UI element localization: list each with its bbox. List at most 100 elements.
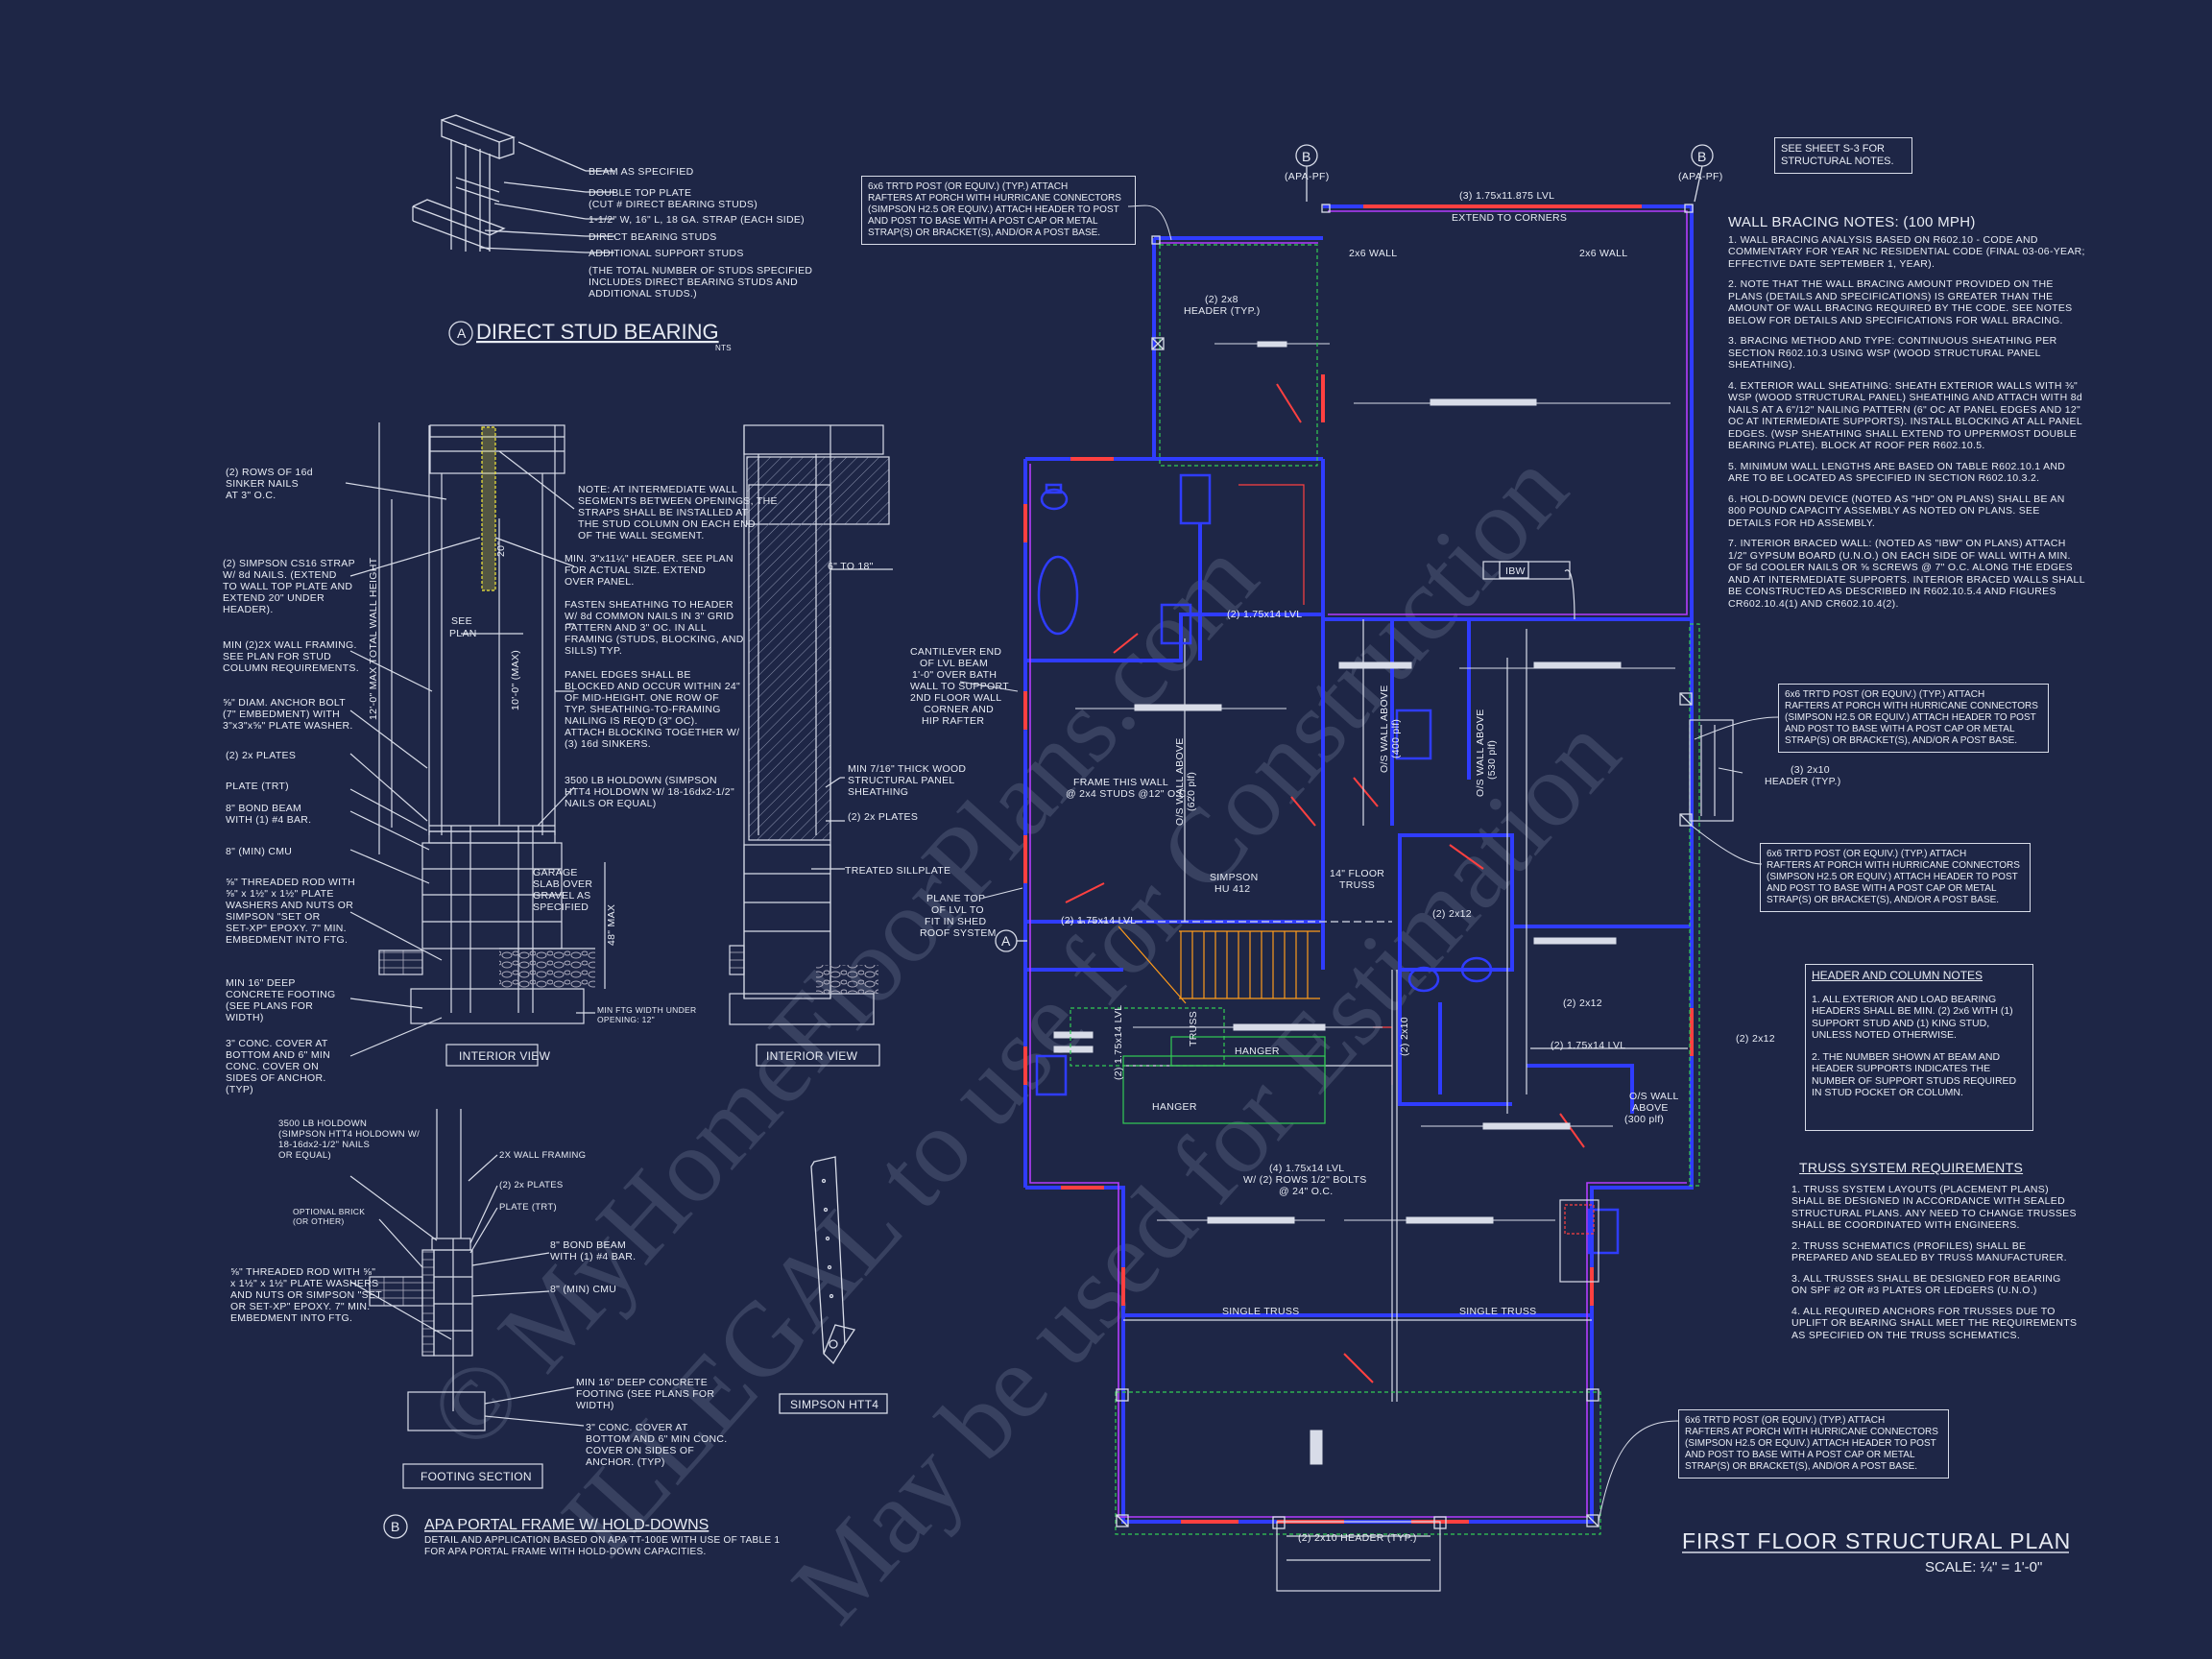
svg-text:CORNER AND: CORNER AND xyxy=(924,704,994,715)
svg-text:2x6 WALL: 2x6 WALL xyxy=(1579,248,1627,259)
svg-text:SINGLE TRUSS: SINGLE TRUSS xyxy=(1459,1306,1536,1317)
svg-text:ANCHOR. (TYP): ANCHOR. (TYP) xyxy=(586,1456,665,1468)
svg-text:14" FLOOR: 14" FLOOR xyxy=(1330,868,1384,879)
post-note-top: 6x6 TRT'D POST (OR EQUIV.) (TYP.) ATTACH… xyxy=(861,176,1136,245)
exterior-view-label: INTERIOR VIEW xyxy=(766,1049,858,1063)
floor-plan xyxy=(959,144,1779,1592)
svg-text:HU 412: HU 412 xyxy=(1214,883,1250,895)
interior-view-label: INTERIOR VIEW xyxy=(459,1049,551,1063)
svg-text:8" BOND BEAM: 8" BOND BEAM xyxy=(226,803,301,814)
svg-text:CONC. COVER ON: CONC. COVER ON xyxy=(226,1061,319,1072)
svg-text:(2) ROWS OF 16d: (2) ROWS OF 16d xyxy=(226,467,313,478)
svg-text:10'-0" (MAX): 10'-0" (MAX) xyxy=(510,650,521,710)
svg-text:CONCRETE FOOTING: CONCRETE FOOTING xyxy=(226,989,335,1000)
svg-text:HEADER).: HEADER). xyxy=(223,604,274,615)
svg-text:EXTEND 20" UNDER: EXTEND 20" UNDER xyxy=(223,592,325,604)
svg-text:8" (MIN) CMU: 8" (MIN) CMU xyxy=(226,846,292,857)
svg-text:FIT IN SHED: FIT IN SHED xyxy=(925,916,986,927)
truss-item: 1. TRUSS SYSTEM LAYOUTS (PLACEMENT PLANS… xyxy=(1791,1183,2077,1232)
svg-text:BOTTOM AND 6" MIN: BOTTOM AND 6" MIN xyxy=(226,1049,330,1061)
svg-text:DIRECT BEARING STUDS: DIRECT BEARING STUDS xyxy=(589,231,717,243)
header-column-item: 2. THE NUMBER SHOWN AT BEAM AND HEADER S… xyxy=(1812,1050,2017,1099)
svg-text:THE STUD COLUMN ON EACH END: THE STUD COLUMN ON EACH END xyxy=(578,518,756,530)
svg-text:STRAPS SHALL BE INSTALLED AT: STRAPS SHALL BE INSTALLED AT xyxy=(578,507,749,518)
svg-text:PLANE TOP: PLANE TOP xyxy=(926,893,985,904)
wall-bracing-item: 1. WALL BRACING ANALYSIS BASED ON R602.1… xyxy=(1728,233,2085,270)
svg-text:NAILING IS REQ'D (3" OC).: NAILING IS REQ'D (3" OC). xyxy=(565,715,698,727)
svg-text:COVER ON SIDES OF: COVER ON SIDES OF xyxy=(586,1445,694,1456)
svg-text:(TYP): (TYP) xyxy=(226,1084,253,1095)
svg-text:EMBEDMENT INTO FTG.: EMBEDMENT INTO FTG. xyxy=(226,934,348,946)
svg-text:TO WALL TOP PLATE AND: TO WALL TOP PLATE AND xyxy=(223,581,352,592)
svg-text:NAILS OR EQUAL): NAILS OR EQUAL) xyxy=(565,798,657,809)
detail-a-title: DIRECT STUD BEARING xyxy=(476,320,719,344)
svg-text:W/ (2) ROWS 1/2" BOLTS: W/ (2) ROWS 1/2" BOLTS xyxy=(1243,1174,1367,1186)
truss-title: TRUSS SYSTEM REQUIREMENTS xyxy=(1799,1160,2024,1175)
svg-text:IBW: IBW xyxy=(1505,565,1526,577)
svg-text:3"x3"x⅝" PLATE WASHER.: 3"x3"x⅝" PLATE WASHER. xyxy=(223,720,353,732)
svg-text:SET-XP" EPOXY. 7" MIN.: SET-XP" EPOXY. 7" MIN. xyxy=(226,923,347,934)
svg-text:O/S WALL ABOVE: O/S WALL ABOVE xyxy=(1174,737,1186,826)
svg-text:TREATED SILLPLATE: TREATED SILLPLATE xyxy=(845,865,950,877)
plan-title: FIRST FLOOR STRUCTURAL PLAN xyxy=(1682,1528,2071,1553)
svg-text:WIDTH): WIDTH) xyxy=(576,1400,614,1411)
svg-text:HANGER: HANGER xyxy=(1235,1046,1280,1057)
plan-scale: SCALE: ¼" = 1'-0" xyxy=(1925,1559,2042,1575)
svg-text:(2) 2x8: (2) 2x8 xyxy=(1205,294,1238,305)
svg-text:NOTE: AT INTERMEDIATE WALL: NOTE: AT INTERMEDIATE WALL xyxy=(578,484,737,495)
truss-item: 2. TRUSS SCHEMATICS (PROFILES) SHALL BE … xyxy=(1791,1239,2067,1264)
svg-text:O/S WALL ABOVE: O/S WALL ABOVE xyxy=(1379,685,1390,773)
svg-text:A: A xyxy=(1001,933,1011,949)
svg-text:HTT4 HOLDOWN W/ 18-16dx2-1/2": HTT4 HOLDOWN W/ 18-16dx2-1/2" xyxy=(565,786,734,798)
svg-text:(SIMPSON HTT4 HOLDOWN W/: (SIMPSON HTT4 HOLDOWN W/ xyxy=(278,1129,420,1140)
svg-text:12'-0" MAX TOTAL WALL HEIGHT: 12'-0" MAX TOTAL WALL HEIGHT xyxy=(368,557,379,720)
truss-item: 4. ALL REQUIRED ANCHORS FOR TRUSSES DUE … xyxy=(1791,1305,2078,1341)
header-column-item: 1. ALL EXTERIOR AND LOAD BEARING HEADERS… xyxy=(1812,993,2013,1042)
svg-text:PLATE (TRT): PLATE (TRT) xyxy=(499,1202,557,1213)
svg-text:48" MAX: 48" MAX xyxy=(606,904,617,946)
detail-b-subtitle-1: DETAIL AND APPLICATION BASED ON APA TT-1… xyxy=(424,1535,780,1546)
wall-bracing-item: 6. HOLD-DOWN DEVICE (NOTED AS "HD" ON PL… xyxy=(1728,493,2065,529)
svg-text:8" (MIN) CMU: 8" (MIN) CMU xyxy=(550,1284,616,1295)
svg-text:GRAVEL AS: GRAVEL AS xyxy=(533,890,590,902)
post-note-bottom: 6x6 TRT'D POST (OR EQUIV.) (TYP.) ATTACH… xyxy=(1678,1409,1949,1479)
svg-text:@ 24" O.C.: @ 24" O.C. xyxy=(1279,1186,1333,1197)
svg-text:(3) 1.75x11.875 LVL: (3) 1.75x11.875 LVL xyxy=(1459,190,1554,202)
svg-text:MIN 7/16" THICK WOOD: MIN 7/16" THICK WOOD xyxy=(848,763,966,775)
footing-labels: 3500 LB HOLDOWN (SIMPSON HTT4 HOLDOWN W/… xyxy=(230,1118,727,1468)
plan-labels: (3) 1.75x11.875 LVL EXTEND TO CORNERS 2x… xyxy=(1001,149,1840,1544)
svg-text:SINGLE TRUSS: SINGLE TRUSS xyxy=(1222,1306,1299,1317)
detail-b-marker-circle xyxy=(383,1514,408,1539)
svg-text:MIN FTG WIDTH UNDER: MIN FTG WIDTH UNDER xyxy=(597,1005,696,1015)
svg-text:(APA-PF): (APA-PF) xyxy=(1285,171,1330,182)
detail-a-labels: BEAM AS SPECIFIED DOUBLE TOP PLATE (CUT … xyxy=(589,166,812,300)
svg-text:FOR ACTUAL SIZE. EXTEND: FOR ACTUAL SIZE. EXTEND xyxy=(565,565,706,576)
svg-text:FOOTING (SEE PLANS FOR: FOOTING (SEE PLANS FOR xyxy=(576,1388,714,1400)
wall-bracing-item: 7. INTERIOR BRACED WALL: (NOTED AS "IBW"… xyxy=(1728,538,2085,610)
svg-text:WITH (1) #4 BAR.: WITH (1) #4 BAR. xyxy=(550,1251,636,1262)
svg-text:MIN 16" DEEP: MIN 16" DEEP xyxy=(226,977,296,989)
svg-text:(2) 2x PLATES: (2) 2x PLATES xyxy=(848,811,918,823)
svg-text:(2) 2x10: (2) 2x10 xyxy=(1399,1017,1410,1056)
svg-text:1-1/2" W, 16" L, 18 GA. STRAP: 1-1/2" W, 16" L, 18 GA. STRAP (EACH SIDE… xyxy=(589,214,805,226)
svg-text:SIDES OF ANCHOR.: SIDES OF ANCHOR. xyxy=(226,1072,326,1084)
svg-text:x 1½" x 1½" PLATE WASHERS: x 1½" x 1½" PLATE WASHERS xyxy=(230,1278,378,1289)
svg-text:FASTEN SHEATHING TO HEADER: FASTEN SHEATHING TO HEADER xyxy=(565,599,733,611)
svg-text:OR SET-XP" EPOXY. 7" MIN.: OR SET-XP" EPOXY. 7" MIN. xyxy=(230,1301,370,1312)
svg-text:3" CONC. COVER AT: 3" CONC. COVER AT xyxy=(586,1422,688,1433)
see-sheet-note: SEE SHEET S-3 FOR STRUCTURAL NOTES. xyxy=(1774,137,1912,174)
svg-text:DOUBLE TOP PLATE: DOUBLE TOP PLATE xyxy=(589,187,691,199)
svg-text:3500 LB HOLDOWN: 3500 LB HOLDOWN xyxy=(278,1118,367,1129)
detail-b-title: APA PORTAL FRAME W/ HOLD-DOWNS xyxy=(424,1517,709,1533)
svg-text:STRUCTURAL PANEL: STRUCTURAL PANEL xyxy=(848,775,955,786)
svg-text:2ND FLOOR WALL: 2ND FLOOR WALL xyxy=(910,692,1001,704)
svg-text:WALL TO SUPPORT: WALL TO SUPPORT xyxy=(910,681,1009,692)
svg-text:EMBEDMENT INTO FTG.: EMBEDMENT INTO FTG. xyxy=(230,1312,352,1324)
svg-text:⅝" THREADED ROD WITH ⅝": ⅝" THREADED ROD WITH ⅝" xyxy=(230,1266,375,1278)
svg-text:OPENING: 12": OPENING: 12" xyxy=(597,1015,655,1024)
svg-text:AT 3" O.C.: AT 3" O.C. xyxy=(226,490,276,501)
svg-text:18-16dx2-1/2" NAILS: 18-16dx2-1/2" NAILS xyxy=(278,1140,370,1150)
svg-text:HANGER: HANGER xyxy=(1152,1101,1197,1113)
